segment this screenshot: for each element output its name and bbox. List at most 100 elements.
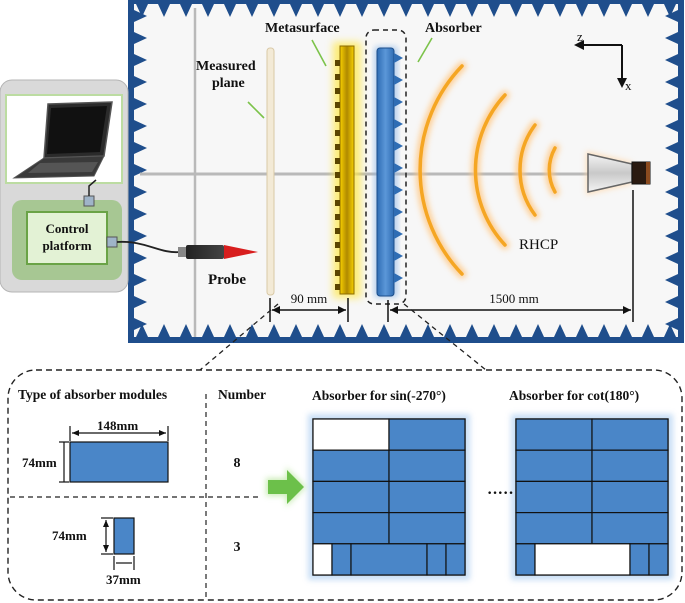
spike-right <box>665 274 678 286</box>
metasurface-cell <box>335 256 340 262</box>
dimension-lines <box>269 190 634 322</box>
metasurface-cell <box>335 284 340 290</box>
absorber-module-cell <box>388 449 466 483</box>
spike-left <box>134 274 147 286</box>
spike-top <box>378 4 390 17</box>
measured-plane-label-1: Measured <box>196 59 256 74</box>
absorber-module-cell <box>591 511 669 545</box>
spike-top <box>202 4 214 17</box>
spike-left <box>134 120 147 132</box>
spike-top <box>444 4 456 17</box>
metasurface-cell <box>335 172 340 178</box>
absorber-module-cell <box>388 418 466 451</box>
spike-top <box>422 4 434 17</box>
axis-x-label: x <box>625 78 632 93</box>
spike-left <box>134 32 147 44</box>
absorber-layout-sin <box>308 414 470 580</box>
spike-top <box>664 4 676 17</box>
layout-sin-title: Absorber for sin(-270°) <box>312 388 446 403</box>
absorber-module-cell <box>312 480 390 514</box>
usb-cable <box>88 179 97 196</box>
spike-top <box>136 4 148 17</box>
metasurface-cell <box>335 242 340 248</box>
absorber-layout-cot <box>511 414 673 580</box>
ellipsis-label: ····· <box>487 485 514 502</box>
zoom-line-left <box>199 303 279 371</box>
absorber-wall <box>374 46 403 298</box>
absorber-tooth <box>394 229 403 239</box>
absorber-tooth <box>394 185 403 195</box>
spike-bottom <box>378 324 390 337</box>
spike-top <box>400 4 412 17</box>
metasurface-cell <box>335 200 340 206</box>
spike-left <box>134 76 147 88</box>
absorber-spikes <box>134 4 678 337</box>
laptop-icon <box>12 101 113 179</box>
spike-top <box>312 4 324 17</box>
absorber-module-cell <box>445 543 466 576</box>
green-arrow-icon <box>266 467 306 507</box>
spike-top <box>268 4 280 17</box>
metasurface-cell <box>335 228 340 234</box>
spike-bottom <box>312 324 324 337</box>
probe-label: Probe <box>208 272 246 288</box>
absorber-module-cell <box>515 511 593 545</box>
absorber-module-cell <box>629 543 650 576</box>
spike-bottom <box>224 324 236 337</box>
coordinate-axes <box>574 40 627 88</box>
absorber-tooth <box>394 251 403 261</box>
spike-top <box>554 4 566 17</box>
spike-top <box>598 4 610 17</box>
control-label-2: platform <box>42 238 91 253</box>
absorber-tooth <box>394 75 403 85</box>
metasurface-cell <box>335 270 340 276</box>
control-platform-box <box>26 211 108 265</box>
metasurface-cell <box>335 116 340 122</box>
absorber-module-cell <box>515 449 593 483</box>
dimension-arrowheads <box>272 306 631 314</box>
absorber-tooth <box>394 163 403 173</box>
spike-top <box>466 4 478 17</box>
spike-right <box>665 98 678 110</box>
module2-count: 3 <box>234 540 241 555</box>
spike-left <box>134 208 147 220</box>
spike-left <box>134 230 147 242</box>
metasurface-cell <box>335 130 340 136</box>
absorber-module-cell <box>388 480 466 514</box>
module2-height-label: 74mm <box>52 528 87 543</box>
absorber-tooth <box>394 97 403 107</box>
absorber-tooth <box>394 119 403 129</box>
usb-port <box>83 195 95 207</box>
spike-right <box>665 76 678 88</box>
spike-left <box>134 98 147 110</box>
table-header-number: Number <box>218 387 266 402</box>
absorber-module-cell <box>331 543 352 576</box>
module1-arrowheads <box>72 430 166 436</box>
spike-bottom <box>510 324 522 337</box>
absorber-tooth <box>394 141 403 151</box>
rhcp-label: RHCP <box>519 237 558 253</box>
spike-top <box>488 4 500 17</box>
metasurface-cell <box>335 88 340 94</box>
absorber-module-cell <box>350 543 428 576</box>
spike-left <box>134 10 147 22</box>
empty-cell <box>312 418 390 451</box>
spike-bottom <box>356 324 368 337</box>
spike-top <box>620 4 632 17</box>
spike-bottom <box>158 324 170 337</box>
metasurface <box>333 42 361 298</box>
module1-width-label: 148mm <box>97 418 138 433</box>
absorber-module-cell <box>312 449 390 483</box>
absorber-module-cell <box>515 418 593 451</box>
absorber-module-cell <box>312 511 390 545</box>
spike-bottom <box>642 324 654 337</box>
metasurface-cell <box>335 144 340 150</box>
absorber-module-cell <box>426 543 447 576</box>
table-header-type: Type of absorber modules <box>18 387 167 402</box>
dim-90-label: 90 mm <box>291 291 327 306</box>
absorber-module-cell <box>591 480 669 514</box>
spike-right <box>665 252 678 264</box>
spike-right <box>665 32 678 44</box>
spike-bottom <box>180 324 192 337</box>
